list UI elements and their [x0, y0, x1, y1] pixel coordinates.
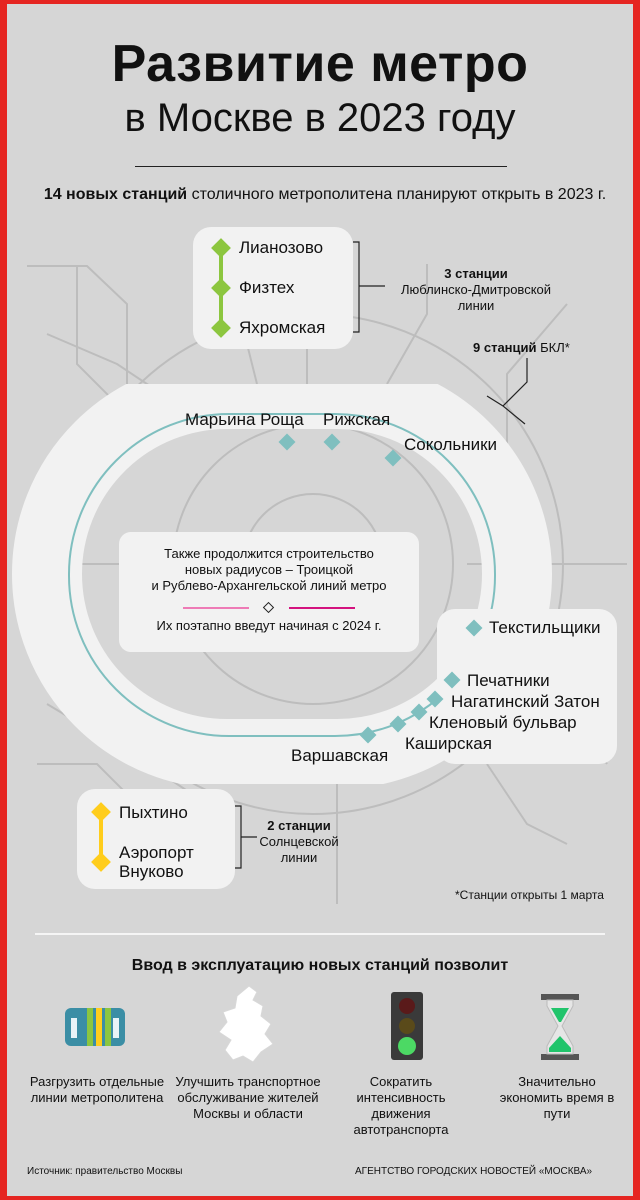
benefits-heading: Ввод в эксплуатацию новых станций позвол…: [131, 957, 509, 974]
ldl-callout-bracket: [353, 241, 385, 333]
solntsevo-callout-bracket: [235, 805, 257, 869]
bkl-station: Варшавская: [291, 746, 389, 765]
bkl-station: Каширская: [405, 734, 492, 753]
bkl-station: Сокольники: [404, 435, 498, 454]
traffic-light-icon: [391, 992, 423, 1060]
source-note: Источник: правительство Москвы: [27, 1166, 183, 1177]
title-divider: [135, 166, 507, 167]
page-subtitle: в Москве в 2023 году: [124, 96, 516, 140]
bkl-stations-panel: [437, 609, 617, 764]
bkl-callout-line: [486, 358, 528, 425]
bkl-station: Кленовый бульвар: [429, 713, 577, 732]
hourglass-icon: [541, 994, 579, 1060]
page-title: Развитие метро: [111, 35, 529, 93]
solntsevo-station: Аэропорт Внуково: [119, 843, 194, 881]
new-radii-legend-lines: [183, 601, 355, 614]
benefit-text: Сократить интенсивность движения автотра…: [353, 1074, 449, 1137]
solntsevo-line: [91, 802, 111, 872]
center-note-date: Их поэтапно введут начиная с 2024 г.: [156, 618, 382, 633]
ldl-station: Физтех: [239, 278, 295, 297]
moscow-region-map-icon: [218, 985, 274, 1063]
benefit-text: Улучшить транспортное обслуживание жител…: [175, 1074, 321, 1121]
bkl-ring: [12, 384, 552, 784]
ldl-line: [211, 238, 231, 338]
bkl-station: Марьина Роща: [185, 410, 304, 429]
agency-credit: АГЕНТСТВО ГОРОДСКИХ НОВОСТЕЙ «МОСКВА»: [355, 1166, 593, 1177]
metro-lines-icon: [65, 1008, 125, 1046]
bkl-station: Нагатинский Затон: [451, 692, 600, 711]
solntsevo-station: Пыхтино: [119, 803, 188, 822]
bkl-station: Текстильщики: [489, 618, 601, 637]
ldl-station: Яхромская: [239, 318, 326, 337]
intro-text: 14 новых станций столичного метрополитен…: [43, 186, 607, 203]
bkl-station: Печатники: [467, 671, 550, 690]
benefit-text: Разгрузить отдельные линии метрополитена: [29, 1074, 165, 1105]
section-divider: [35, 933, 605, 935]
bkl-station: Рижская: [323, 410, 391, 429]
center-note-card: [119, 532, 419, 652]
bkl-label: 9 станций БКЛ*: [473, 340, 570, 355]
footnote: *Станции открыты 1 марта: [455, 888, 604, 902]
bkl-stations-markers: [278, 433, 483, 744]
ldl-station: Лианозово: [239, 238, 324, 257]
benefit-text: Значительно экономить время в пути: [499, 1074, 615, 1121]
